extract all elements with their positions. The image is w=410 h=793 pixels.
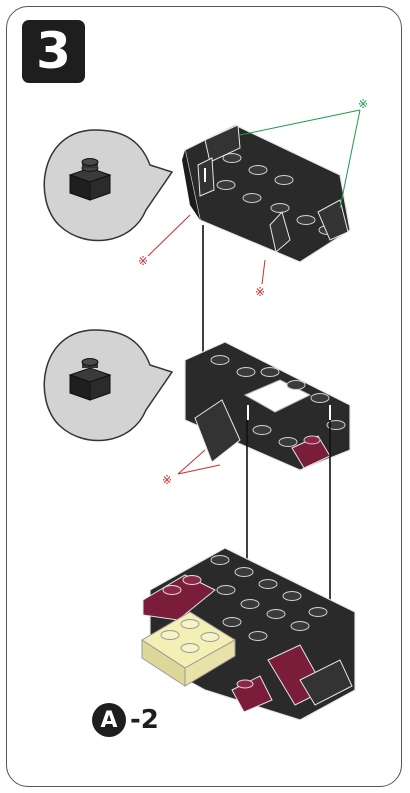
- assembly-middle: [184, 341, 351, 471]
- red-reference-mark-2: ※: [255, 285, 265, 299]
- brick-1x1-icon: [68, 358, 112, 401]
- step-number-badge: 3: [22, 20, 85, 83]
- sub-assembly-suffix: -2: [130, 705, 159, 735]
- green-reference-mark: ※: [358, 97, 368, 111]
- red-note-lines-middle: [177, 449, 221, 475]
- sub-assembly-label: A -2: [92, 703, 159, 737]
- assembly-top: [182, 124, 351, 263]
- sub-assembly-letter-badge: A: [92, 703, 126, 737]
- part-callout-1: [43, 129, 174, 242]
- assembly-bottom: [141, 547, 356, 721]
- red-note-lines-top: [147, 214, 266, 285]
- green-note-lines: [239, 109, 361, 209]
- red-reference-mark-3: ※: [162, 473, 172, 487]
- red-reference-mark-1: ※: [138, 254, 148, 268]
- brick-1x1-icon: [68, 158, 112, 201]
- part-callout-2: [43, 329, 174, 442]
